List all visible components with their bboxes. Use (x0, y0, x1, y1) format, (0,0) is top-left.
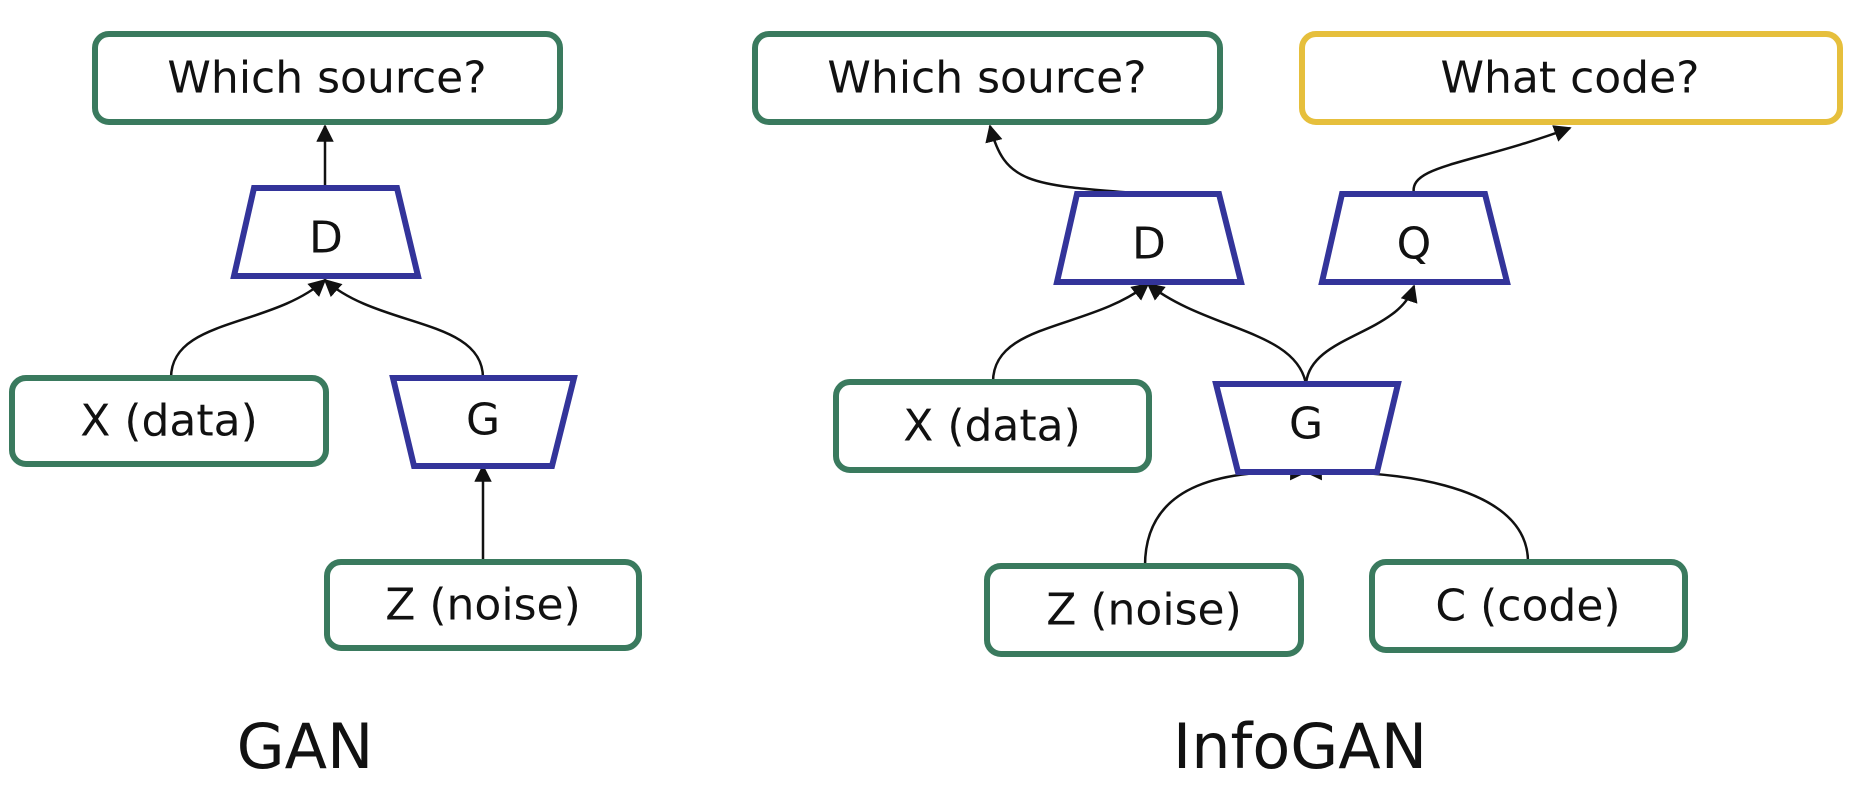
gan-generator-label: G (466, 395, 500, 446)
infogan-edge-noise-to-g (1143, 462, 1308, 567)
infogan-code-output-label: What code? (1440, 53, 1699, 104)
infogan-discriminator-label: D (1132, 219, 1166, 270)
gan-edges (169, 124, 492, 560)
gan-data-box (9, 375, 329, 467)
gan-discriminator-label: D (309, 213, 343, 264)
infogan-diagram: Which source? What code? D Q X (data) G … (752, 31, 1843, 783)
infogan-q-network-shape (1318, 191, 1511, 285)
gan-diagram: Which source? D X (data) G Z (noise) GAN (9, 31, 642, 783)
gan-data-label: X (data) (80, 396, 258, 447)
infogan-code-output-box (1299, 31, 1843, 125)
infogan-code-label: C (code) (1435, 581, 1620, 632)
infogan-caption: InfoGAN (1173, 710, 1427, 783)
infogan-generator-label: G (1289, 399, 1323, 450)
infogan-edge-code-to-g (1304, 462, 1530, 563)
infogan-edge-g-to-q (1304, 284, 1418, 385)
gan-generator-shape (389, 375, 578, 469)
infogan-edge-d-to-output (985, 124, 1149, 196)
infogan-data-label: X (data) (903, 401, 1081, 452)
infogan-output-box (752, 31, 1223, 125)
infogan-generator-shape (1212, 381, 1402, 475)
infogan-edge-g-to-d (1146, 282, 1308, 385)
infogan-q-network-label: Q (1397, 219, 1432, 270)
gan-output-box (92, 31, 563, 125)
gan-noise-box (324, 559, 642, 651)
gan-discriminator-shape (230, 185, 422, 279)
gan-edge-data-to-d (169, 278, 327, 379)
infogan-edge-data-to-d (991, 282, 1150, 383)
infogan-discriminator-shape (1053, 191, 1245, 285)
infogan-output-label: Which source? (827, 53, 1146, 104)
gan-edge-g-to-d (323, 278, 485, 379)
infogan-data-box (833, 379, 1152, 473)
infogan-noise-box (984, 563, 1304, 657)
gan-output-label: Which source? (167, 53, 486, 104)
gan-noise-label: Z (noise) (385, 580, 581, 631)
gan-caption: GAN (237, 710, 374, 783)
infogan-edge-q-to-code-output (1412, 125, 1572, 195)
infogan-code-box (1369, 559, 1688, 653)
infogan-noise-label: Z (noise) (1046, 585, 1242, 636)
